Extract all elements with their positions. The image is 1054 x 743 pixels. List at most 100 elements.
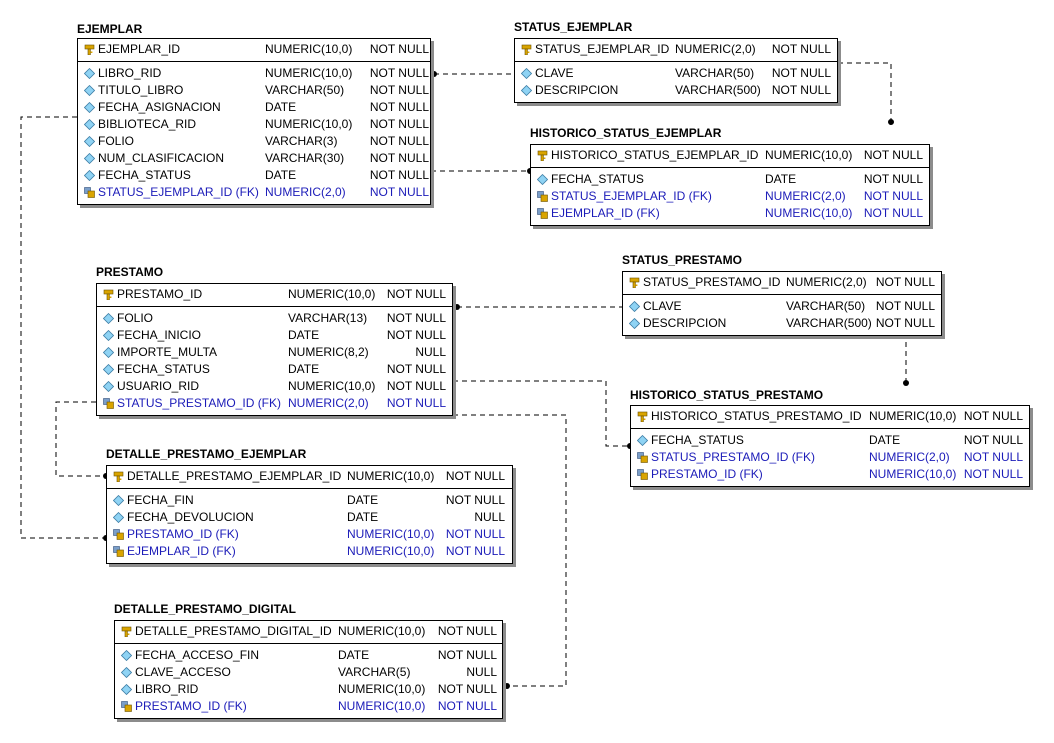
foreign-key-icon	[537, 208, 548, 219]
foreign-key-row[interactable]: EJEMPLAR_ID (FK)NUMERIC(10,0)NOT NULL	[107, 543, 512, 560]
column-name: FECHA_FIN	[127, 493, 194, 507]
column-type: VARCHAR(500)	[786, 316, 872, 330]
column-nullability: NOT NULL	[369, 168, 429, 182]
column-name: DETALLE_PRESTAMO_DIGITAL_ID	[135, 624, 332, 638]
diamond-icon	[103, 364, 114, 375]
foreign-key-icon	[637, 469, 648, 480]
column-type: DATE	[338, 648, 370, 662]
column-nullability: NOT NULL	[963, 433, 1023, 447]
foreign-key-row[interactable]: PRESTAMO_ID (FK)NUMERIC(10,0)NOT NULL	[631, 466, 1029, 483]
column-name: EJEMPLAR_ID (FK)	[551, 206, 660, 220]
foreign-key-row[interactable]: STATUS_EJEMPLAR_ID (FK)NUMERIC(2,0)NOT N…	[78, 184, 430, 201]
column-nullability: NOT NULL	[771, 83, 831, 97]
column-nullability: NOT NULL	[369, 42, 429, 56]
column-nullability: NOT NULL	[863, 148, 923, 162]
column-type: VARCHAR(50)	[265, 83, 345, 97]
column-name: STATUS_PRESTAMO_ID	[643, 275, 781, 289]
column-name: PRESTAMO_ID (FK)	[127, 527, 239, 541]
foreign-key-icon	[113, 529, 124, 540]
key-icon	[121, 626, 132, 637]
diamond-icon	[84, 68, 95, 79]
diamond-icon	[84, 136, 95, 147]
diamond-icon	[121, 684, 132, 695]
column-name: DESCRIPCION	[643, 316, 727, 330]
column-type: VARCHAR(50)	[786, 299, 866, 313]
column-type: NUMERIC(10,0)	[265, 66, 353, 80]
entity-detalle-prestamo-digital[interactable]: DETALLE_PRESTAMO_DIGITAL_ID NUMERIC(10,0)…	[114, 620, 503, 719]
column-name: FOLIO	[117, 311, 154, 325]
foreign-key-row[interactable]: STATUS_PRESTAMO_ID (FK)NUMERIC(2,0)NOT N…	[97, 395, 452, 412]
diamond-icon	[103, 330, 114, 341]
column-type: NUMERIC(2,0)	[265, 185, 346, 199]
key-separator	[107, 488, 512, 489]
rel-status-ejemplar-historico	[838, 62, 892, 122]
column-nullability: NOT NULL	[963, 450, 1023, 464]
foreign-key-row[interactable]: STATUS_PRESTAMO_ID (FK)NUMERIC(2,0)NOT N…	[631, 449, 1029, 466]
diamond-icon	[103, 347, 114, 358]
rel-endpoint	[903, 380, 909, 386]
column-type: NUMERIC(10,0)	[338, 682, 426, 696]
rel-prestamo-historico	[453, 380, 630, 447]
column-type: VARCHAR(500)	[675, 83, 761, 97]
key-separator	[97, 306, 452, 307]
column-name: STATUS_EJEMPLAR_ID (FK)	[98, 185, 259, 199]
column-type: NUMERIC(2,0)	[675, 42, 756, 56]
foreign-key-row[interactable]: PRESTAMO_ID (FK)NUMERIC(10,0)NOT NULL	[115, 698, 502, 715]
column-name: EJEMPLAR_ID	[98, 42, 181, 56]
column-nullability: NULL	[474, 510, 505, 524]
diamond-icon	[537, 174, 548, 185]
column-nullability: NOT NULL	[386, 396, 446, 410]
diamond-icon	[121, 650, 132, 661]
column-name: STATUS_EJEMPLAR_ID (FK)	[551, 189, 712, 203]
column-name: LIBRO_RID	[135, 682, 199, 696]
column-nullability: NOT NULL	[875, 275, 935, 289]
column-type: DATE	[765, 172, 797, 186]
foreign-key-row[interactable]: EJEMPLAR_ID (FK)NUMERIC(10,0)NOT NULL	[531, 205, 929, 222]
foreign-key-row[interactable]: PRESTAMO_ID (FK)NUMERIC(10,0)NOT NULL	[107, 526, 512, 543]
column-nullability: NULL	[415, 345, 446, 359]
column-name: BIBLIOTECA_RID	[98, 117, 197, 131]
column-type: NUMERIC(10,0)	[869, 409, 957, 423]
foreign-key-row[interactable]: STATUS_EJEMPLAR_ID (FK)NUMERIC(2,0)NOT N…	[531, 188, 929, 205]
column-type: NUMERIC(10,0)	[265, 117, 353, 131]
